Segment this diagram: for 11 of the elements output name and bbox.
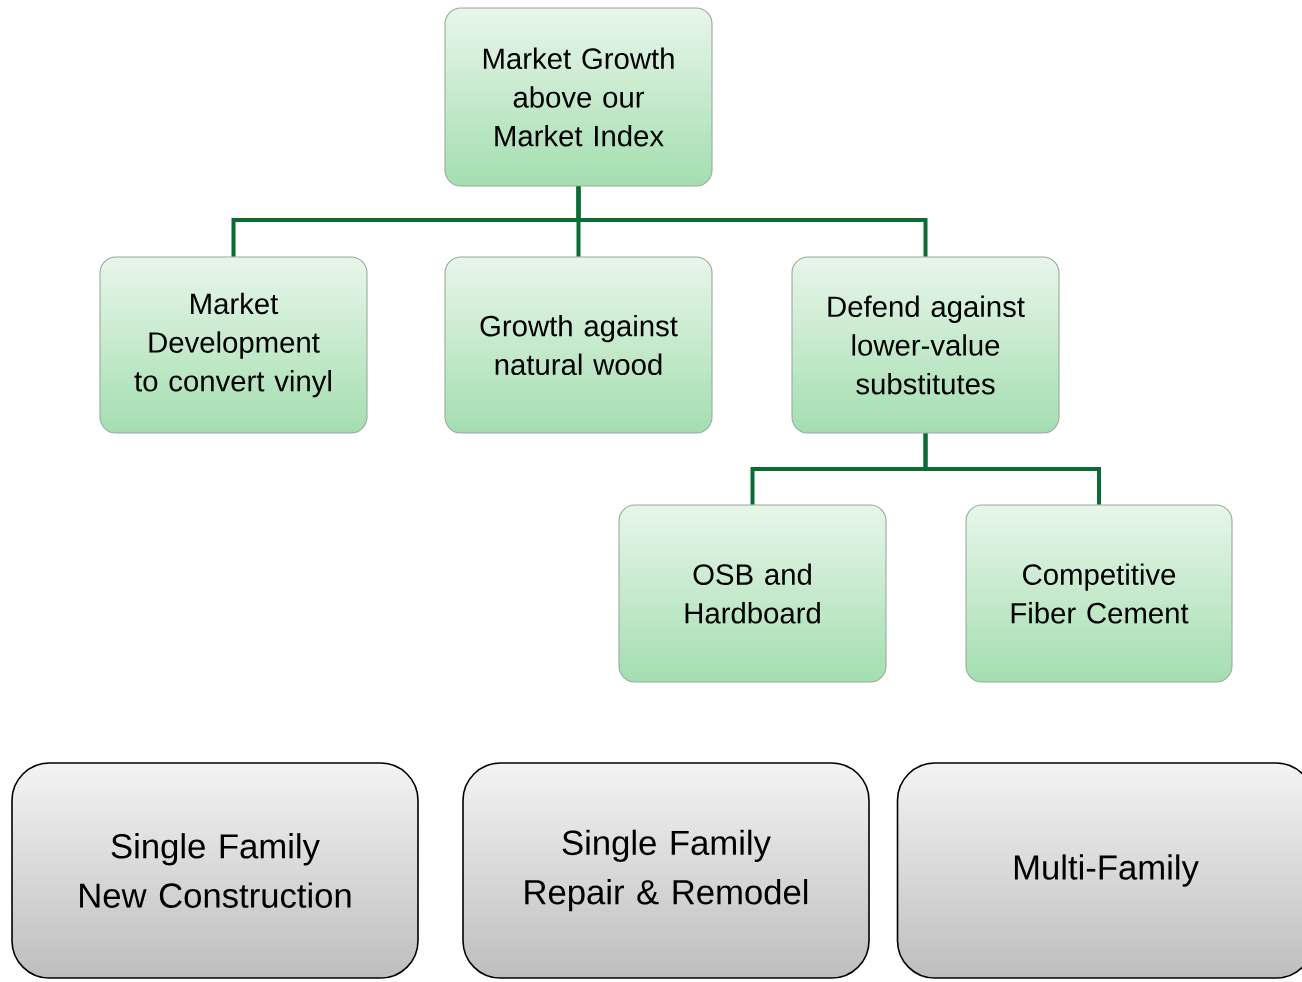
segment-box: Single Family New Construction	[11, 762, 419, 979]
segment-box: Multi-Family	[896, 762, 1302, 979]
goal-box: OSB and Hardboard	[618, 504, 887, 683]
goal-box: Growth against natural wood	[444, 256, 713, 434]
goal-box: Defend against lower-value substitutes	[791, 256, 1060, 434]
segment-box: Single Family Repair & Remodel	[462, 762, 870, 979]
goal-box: Competitive Fiber Cement	[965, 504, 1233, 683]
connector-line	[923, 433, 1101, 505]
goal-box: Market Growth above our Market Index	[444, 7, 713, 187]
goal-box: Market Development to convert vinyl	[99, 256, 368, 434]
connector-line	[576, 186, 928, 257]
